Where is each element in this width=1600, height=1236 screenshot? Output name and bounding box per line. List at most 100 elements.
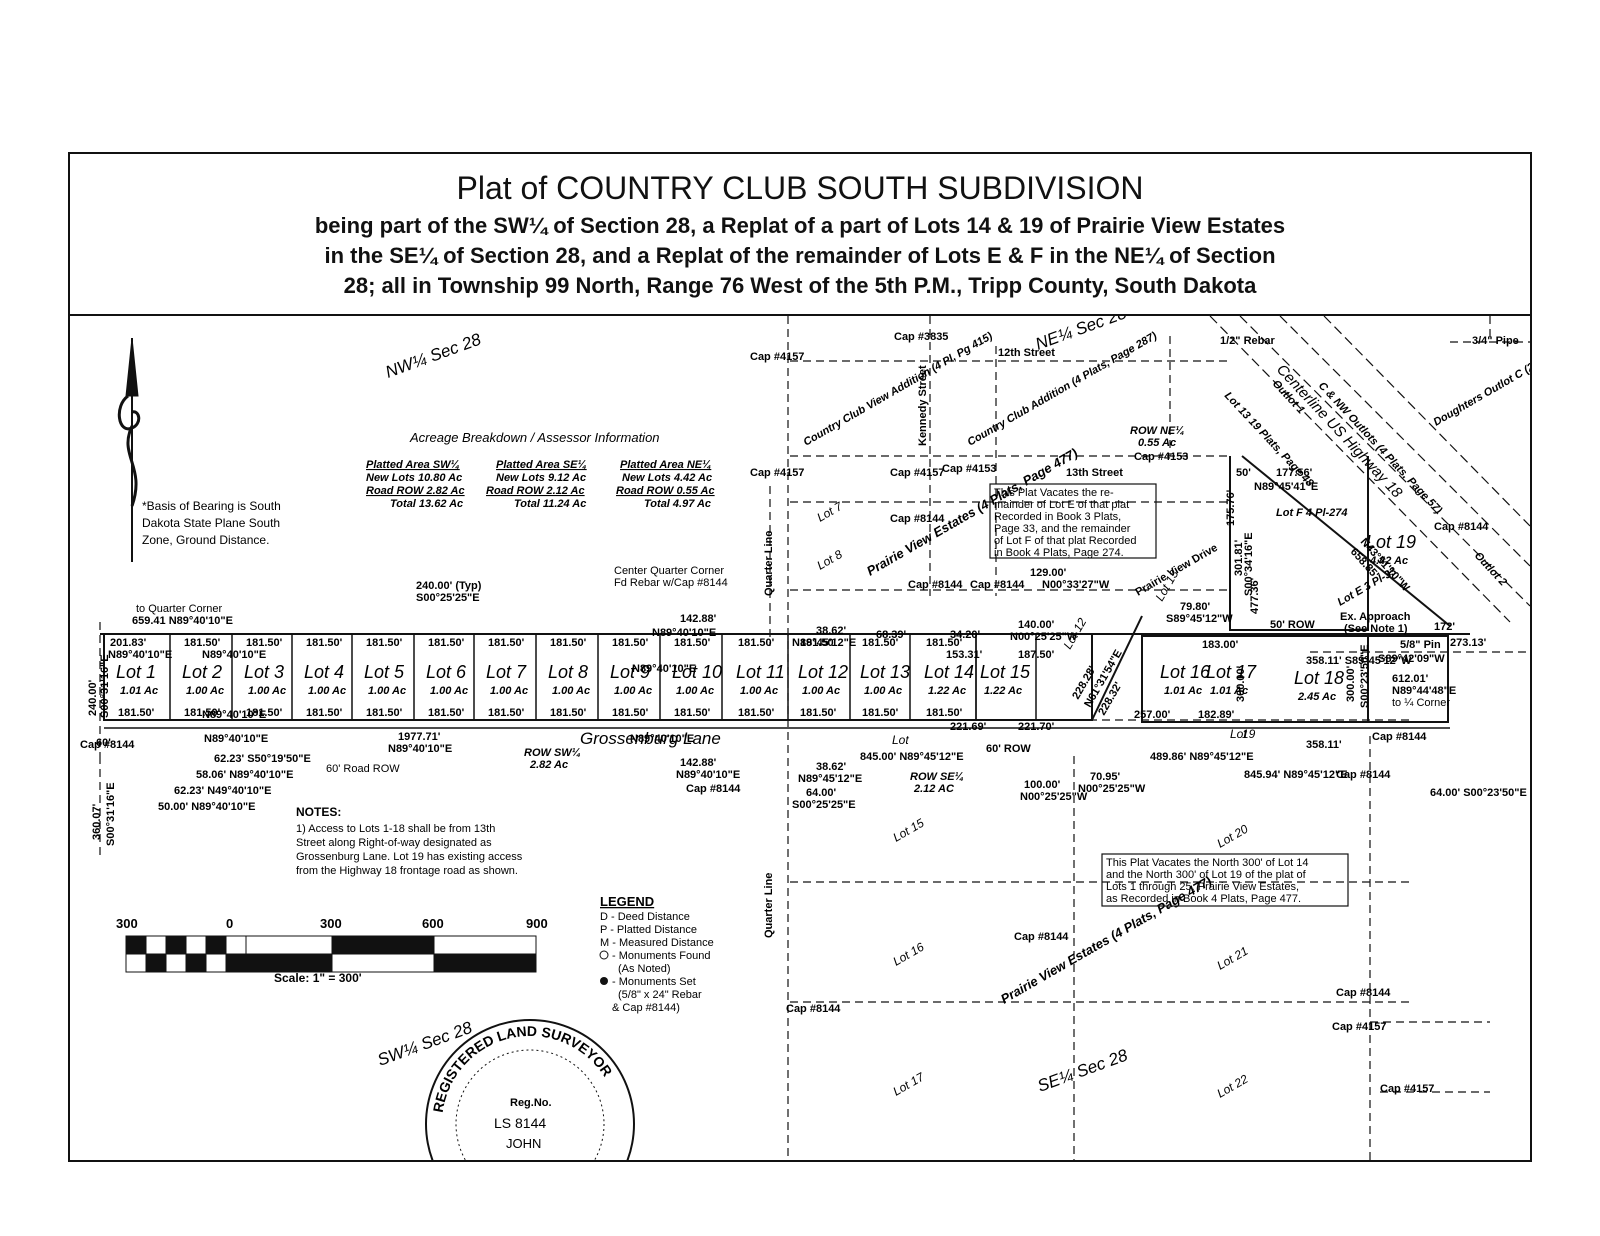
scale-cell [205, 953, 227, 973]
svg-text:Reg.No.: Reg.No. [510, 1097, 552, 1109]
svg-text:38.62': 38.62' [816, 761, 847, 773]
svg-text:182.89': 182.89' [1198, 709, 1235, 721]
svg-text:Platted Area SE¼: Platted Area SE¼ [496, 459, 587, 471]
scale-cell [331, 935, 435, 955]
scale-cell [433, 953, 537, 973]
lot-dividers [169, 634, 1037, 720]
svg-text:845.94' N89°45'12"E: 845.94' N89°45'12"E [1244, 769, 1348, 781]
svg-text:N00°25'25"W: N00°25'25"W [1010, 631, 1078, 643]
lot-8-south-dim: 181.50' [550, 707, 587, 719]
svg-text:Center Quarter Corner: Center Quarter Corner [614, 565, 724, 577]
svg-text:N89°45'12"E: N89°45'12"E [798, 773, 862, 785]
svg-text:2.12 AC: 2.12 AC [913, 783, 955, 795]
scale-cell [205, 935, 227, 955]
lot-14-north-dim: 181.50' [926, 637, 963, 649]
svg-text:Street along Right-of-way desi: Street along Right-of-way designated as [296, 837, 492, 849]
svg-text:N89°45'12"E: N89°45'12"E [792, 637, 856, 649]
svg-text:Cap #4157: Cap #4157 [890, 467, 944, 479]
lot-10-north-dim: 181.50' [674, 637, 711, 649]
cap-labels: Cap #4157 Cap #4157 Cap #4157 Cap #3835 … [80, 331, 1489, 1095]
svg-text:58.06' N89°40'10"E: 58.06' N89°40'10"E [196, 769, 293, 781]
lot-11-south-dim: 181.50' [738, 707, 775, 719]
svg-text:N89°40'10"E: N89°40'10"E [388, 743, 452, 755]
svg-text:64.00': 64.00' [806, 787, 837, 799]
svg-text:659.41 N89°40'10"E: 659.41 N89°40'10"E [132, 615, 233, 627]
svg-text:M - Measured Distance: M - Measured Distance [600, 937, 714, 949]
svg-text:300: 300 [116, 916, 138, 931]
lot-7-south-dim: 181.50' [488, 707, 525, 719]
svg-text:60': 60' [96, 737, 111, 749]
svg-text:187.50': 187.50' [1018, 649, 1055, 661]
lot-14-south-dim: 181.50' [926, 707, 963, 719]
12th-street-label: 12th Street [998, 347, 1055, 359]
svg-text:Grossenburg Lane. Lot 19 has: Grossenburg Lane. Lot 19 has existing ac… [296, 851, 523, 863]
subtitle-line-1: being part of the SW¼ of Section 28, a R… [314, 213, 1286, 238]
svg-text:1/2" Rebar: 1/2" Rebar [1220, 335, 1275, 347]
svg-text:Fd Rebar w/Cap #8144: Fd Rebar w/Cap #8144 [614, 577, 728, 589]
svg-text:N89°40'10"E: N89°40'10"E [676, 769, 740, 781]
north-arrow-icon [117, 337, 141, 562]
svg-text:New Lots 9.12 Ac: New Lots 9.12 Ac [496, 472, 586, 484]
svg-text:to ¼ Corner: to ¼ Corner [1392, 697, 1450, 709]
svg-text:S00°31'16"E: S00°31'16"E [99, 654, 111, 718]
svg-text:N89°40'10"E: N89°40'10"E [202, 709, 266, 721]
svg-text:ROW SE¼: ROW SE¼ [910, 771, 964, 783]
scale-cell [145, 935, 167, 955]
svg-text:Cap #8144: Cap #8144 [970, 579, 1025, 591]
basis-note: *Basis of Bearing is South Dakota State … [142, 499, 284, 547]
svg-text:Road ROW 2.82 Ac: Road ROW 2.82 Ac [366, 485, 465, 497]
svg-text:Cap #4153: Cap #4153 [1134, 451, 1188, 463]
scale-cell [245, 935, 333, 955]
svg-text:1977.71': 1977.71' [398, 731, 441, 743]
monument-found-icon [599, 950, 609, 960]
lot-10-south-dim: 181.50' [674, 707, 711, 719]
lot-5-south-dim: 181.50' [366, 707, 403, 719]
title-block: Plat of COUNTRY CLUB SOUTH SUBDIVISION b… [70, 154, 1530, 316]
svg-text:257.00': 257.00' [1134, 709, 1171, 721]
lot-16-acreage: 1.01 Ac [1164, 685, 1202, 697]
lot-10-acreage: 1.00 Ac [676, 685, 714, 697]
svg-text:Cap #8144: Cap #8144 [1336, 769, 1391, 781]
svg-text:LS 8144: LS 8144 [494, 1115, 546, 1131]
svg-text:N89°40'10"E: N89°40'10"E [630, 733, 694, 745]
scale-cell [165, 953, 187, 973]
notes-block: NOTES: 1) Access to Lots 1-18 shall be f… [296, 805, 523, 877]
lot-12-north-dim: 181.50' [800, 637, 837, 649]
svg-text:38.62': 38.62' [816, 625, 847, 637]
svg-text:(See Note 1): (See Note 1) [1344, 623, 1408, 635]
svg-text:845.00' N89°45'12"E: 845.00' N89°45'12"E [860, 751, 964, 763]
svg-text:300.00': 300.00' [1235, 665, 1247, 702]
13th-street-label: 13th Street [1066, 467, 1123, 479]
scale-bar: 300 0 300 600 900 Scale: 1" = 300' [116, 916, 548, 985]
lot-17-name: Lot 17 [1206, 662, 1257, 682]
svg-text:68.39': 68.39' [876, 629, 907, 641]
svg-text:This Plat Vacates the re-: This Plat Vacates the re- mainder of Lot… [994, 487, 1140, 559]
svg-text:140.00': 140.00' [1018, 619, 1055, 631]
lot-1-acreage: 1.01 Ac [120, 685, 158, 697]
svg-text:201.83': 201.83' [110, 637, 147, 649]
lot-6-acreage: 1.00 Ac [430, 685, 468, 697]
svg-text:C & NW Outlots (4 Plats, Page: C & NW Outlots (4 Plats, Page 57) [1316, 380, 1445, 517]
svg-text:Lot F 4 Pl-274: Lot F 4 Pl-274 [1276, 507, 1348, 519]
lot-6-south-dim: 181.50' [428, 707, 465, 719]
lot-2-name: Lot 2 [182, 662, 222, 682]
svg-text:JOHN: JOHN [506, 1136, 541, 1151]
svg-text:50.00' N89°40'10"E: 50.00' N89°40'10"E [158, 801, 255, 813]
scale-cell [433, 935, 537, 955]
svg-text:to Quarter Corner: to Quarter Corner [136, 603, 223, 615]
svg-text:Cap #4157: Cap #4157 [1380, 1083, 1434, 1095]
svg-text:S00°34'16"E: S00°34'16"E [1243, 532, 1255, 596]
subtitle-line-3: 28; all in Township 99 North, Range 76 W… [343, 273, 1257, 298]
svg-text:Lot 21: Lot 21 [1215, 944, 1251, 973]
svg-text:Lot 20: Lot 20 [1215, 822, 1251, 851]
road-row-label: 60' Road ROW [326, 763, 400, 775]
svg-text:Country Club View Addition (4: Country Club View Addition (4 Pl, Pg 415… [802, 330, 995, 449]
svg-text:477.36': 477.36' [1249, 577, 1261, 614]
svg-text:175.76': 175.76' [1225, 489, 1237, 526]
lot-3-south-dim: 181.50' [246, 707, 283, 719]
dashed-lines [99, 316, 1530, 1160]
monument-set-icon [600, 977, 608, 985]
scale-cell [245, 953, 333, 973]
scale-cell [125, 953, 147, 973]
